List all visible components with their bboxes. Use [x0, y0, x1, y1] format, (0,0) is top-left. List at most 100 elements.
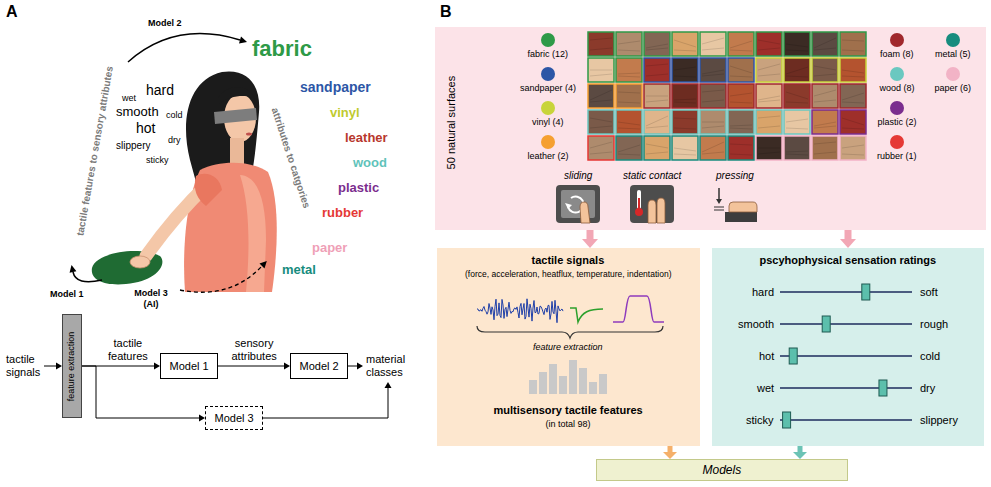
legend-label: fabric (12) — [528, 49, 569, 60]
label: Model 1 — [50, 289, 84, 300]
drawn-path — [786, 119, 808, 129]
drawn-rect — [784, 136, 810, 160]
legend-swatch — [946, 33, 960, 47]
label: attributes to catgories — [268, 106, 312, 210]
model-box: Model 1 — [160, 353, 218, 379]
label: cold — [166, 110, 183, 121]
edge-label: tactile features — [108, 337, 148, 363]
legend-swatch — [890, 67, 904, 81]
drawn-path — [716, 199, 722, 204]
connector — [582, 230, 598, 248]
action-icon: sliding — [547, 170, 609, 227]
connector — [218, 363, 290, 370]
drawn-rect — [630, 185, 674, 223]
connector-line — [845, 230, 852, 240]
drawn-rect — [616, 136, 642, 160]
drawn-rect — [599, 374, 607, 394]
drawn-rect — [588, 58, 614, 82]
node-text: rough — [920, 318, 948, 331]
connector-line — [587, 230, 594, 240]
drawn-rect — [840, 136, 866, 160]
drawn-path — [674, 148, 696, 155]
connector-line — [218, 366, 285, 367]
drawn-rect — [700, 32, 726, 56]
action-icon: pressing — [705, 170, 765, 227]
drawn-path — [842, 40, 864, 51]
drawn-path — [214, 108, 257, 124]
label: B — [440, 2, 452, 21]
node-text: pressing — [716, 170, 754, 182]
drawn-path — [702, 90, 724, 102]
drawn-line — [348, 366, 357, 367]
drawn-path — [73, 272, 102, 282]
drawn-rect — [672, 58, 698, 82]
drawn-path — [814, 90, 836, 102]
drawn-path — [590, 142, 612, 154]
process-box: feature extraction — [62, 314, 82, 418]
legend-label: rubber (1) — [877, 151, 917, 162]
label: vinyl — [330, 105, 360, 121]
drawn-path — [646, 144, 668, 154]
drawn-path — [618, 73, 640, 77]
drawn-rect — [700, 84, 726, 108]
label: Model 2 — [148, 18, 182, 29]
drawn-path — [758, 40, 780, 50]
label: rubber — [322, 205, 363, 221]
drawn-path — [702, 122, 724, 128]
drawn-rect — [616, 32, 642, 56]
drawn-rect — [616, 58, 642, 82]
drawn-rect — [840, 32, 866, 56]
drawn-rect — [588, 32, 614, 56]
node-text: cold — [920, 350, 940, 363]
drawn-path — [618, 122, 640, 129]
node-text: feature extraction — [533, 342, 603, 353]
drawn-rect — [579, 368, 587, 394]
models-box: Models — [596, 459, 848, 481]
drawn-rect — [840, 84, 866, 108]
drawn-path — [730, 144, 752, 155]
drawn-rect — [588, 136, 614, 160]
drawn-path — [786, 151, 808, 155]
drawn-ellipse — [246, 133, 252, 136]
legend-swatch — [890, 135, 904, 149]
node-text: (force, acceleration, heatflux, temperat… — [465, 269, 671, 279]
drawn-rect — [728, 58, 754, 82]
node-text: hot — [759, 350, 774, 363]
drawn-path — [730, 41, 752, 51]
drawn-path — [674, 67, 696, 77]
drawn-path — [730, 66, 752, 77]
drawn-path — [590, 38, 612, 50]
connector — [793, 446, 807, 459]
arrow-head — [582, 239, 598, 248]
label: smooth — [116, 104, 159, 120]
label: tactile features to sensory attributes — [74, 65, 116, 237]
drawn-path — [195, 174, 222, 206]
drawn-rect — [879, 380, 887, 396]
connector-line — [798, 446, 803, 453]
drawn-path — [570, 308, 603, 322]
drawn-path — [758, 116, 780, 128]
drawn-rect — [728, 84, 754, 108]
drawn-rect — [784, 110, 810, 134]
drawn-path — [786, 67, 808, 77]
drawn-rect — [700, 110, 726, 134]
drawn-rect — [644, 58, 670, 82]
drawn-path — [814, 66, 836, 76]
drawn-rect — [728, 32, 754, 56]
arrow-head — [793, 452, 807, 459]
decoration — [556, 185, 600, 223]
drawn-rect — [539, 372, 547, 394]
node-text: wet — [757, 382, 774, 395]
drawn-line — [780, 355, 912, 357]
node-text: dry — [920, 382, 935, 395]
drawn-path — [842, 118, 864, 129]
legend-label: foam (8) — [880, 49, 914, 60]
label: tactile signals — [6, 353, 40, 379]
drawn-rect — [549, 364, 557, 394]
node-text: slippery — [920, 414, 958, 427]
node-text: soft — [920, 286, 938, 299]
label: slippery — [116, 140, 150, 152]
arrow-head — [840, 239, 856, 248]
drawn-rect — [840, 58, 866, 82]
